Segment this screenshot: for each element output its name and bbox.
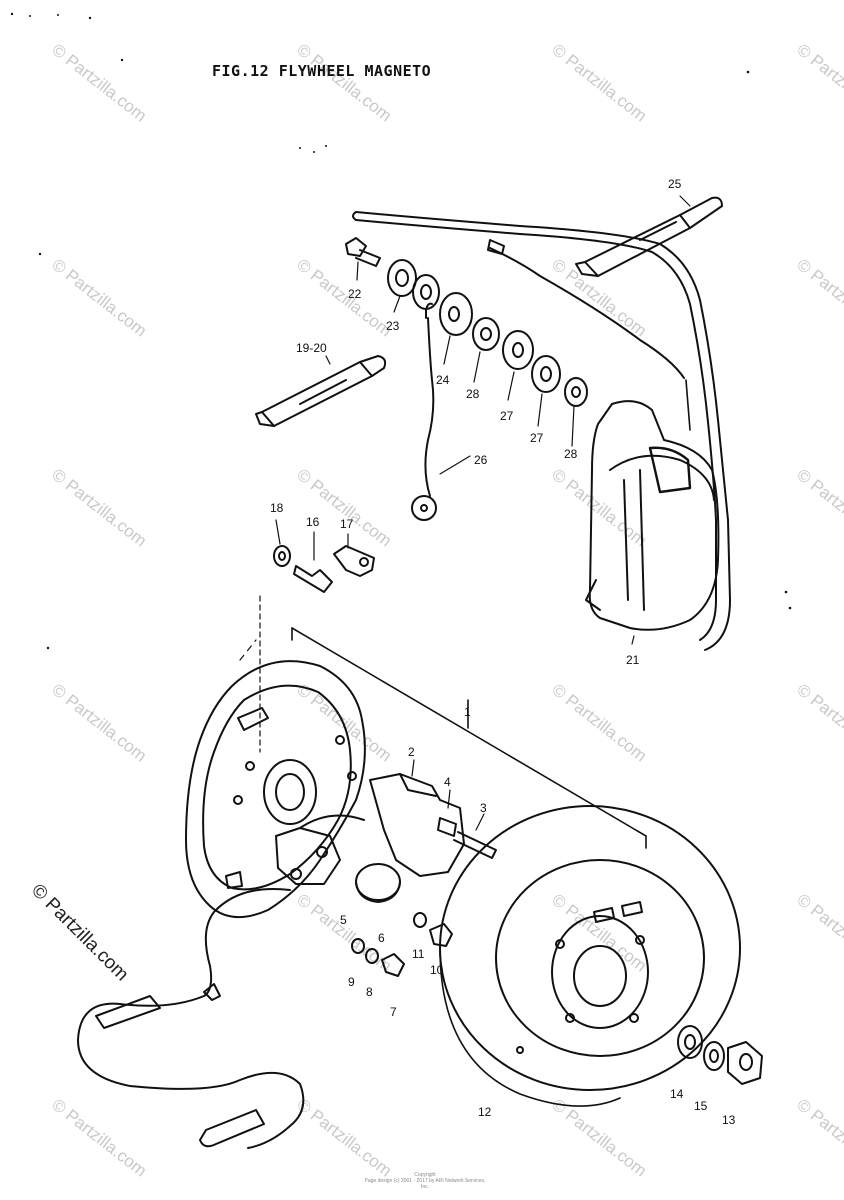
callout-15: 15 [694,1099,708,1113]
callout-27b: 27 [530,431,544,445]
screw-3 [437,817,497,859]
footer-line-2: Page design (c) 2001 - 2017 by ARI Netwo… [364,1178,486,1190]
callout-16: 16 [306,515,320,529]
callout-10: 10 [430,963,444,977]
primary-lead [487,239,685,379]
ignition-coil [585,379,720,631]
callout-18: 18 [270,501,284,515]
wire-tag-25 [575,196,723,277]
condenser [355,773,465,903]
callout-3: 3 [480,801,487,815]
scan-specks [10,12,792,650]
footer-copyright: Copyright Page design (c) 2001 - 2017 by… [360,1172,490,1190]
callout-14: 14 [670,1087,684,1101]
callout-11: 11 [412,947,425,961]
callout-2: 2 [408,745,415,759]
screw-group-6-11 [351,912,453,977]
callout-8: 8 [366,985,373,999]
screw-22 [345,237,381,267]
callout-7: 7 [390,1005,397,1019]
flywheel-rotor [439,805,741,1107]
callout-22: 22 [348,287,362,301]
callout-6: 6 [378,931,385,945]
ground-lead [411,302,437,521]
leader-lines [259,195,691,831]
callout-12: 12 [478,1105,492,1119]
callout-13: 13 [722,1113,736,1127]
high-tension-lead [352,211,731,651]
rotor-nut-group [677,1025,763,1085]
callout-labels: 25 22 23 19-20 24 28 27 27 28 26 18 16 1… [270,177,736,1127]
callout-23: 23 [386,319,400,333]
stator-harness [77,887,305,1149]
assembly-bracket [291,627,647,837]
callout-25: 25 [668,177,682,191]
callout-26: 26 [474,453,488,467]
callout-24: 24 [436,373,450,387]
callout-17: 17 [340,517,354,531]
stator-plate [185,639,366,919]
wire-tag-19-20 [255,355,387,427]
callout-4: 4 [444,775,451,789]
callout-9: 9 [348,975,355,989]
diagram-title: FIG.12 FLYWHEEL MAGNETO [212,62,432,80]
callout-28a: 28 [466,387,480,401]
callout-27a: 27 [500,409,514,423]
callout-5: 5 [340,913,347,927]
washers [387,259,588,407]
callout-28b: 28 [564,447,578,461]
footer-line-1: Copyright [414,1172,436,1178]
callout-1: 1 [464,705,471,719]
callout-21: 21 [626,653,640,667]
contact-breaker [275,814,365,885]
hardware-16-18 [273,545,375,593]
callout-19-20: 19-20 [296,341,327,355]
